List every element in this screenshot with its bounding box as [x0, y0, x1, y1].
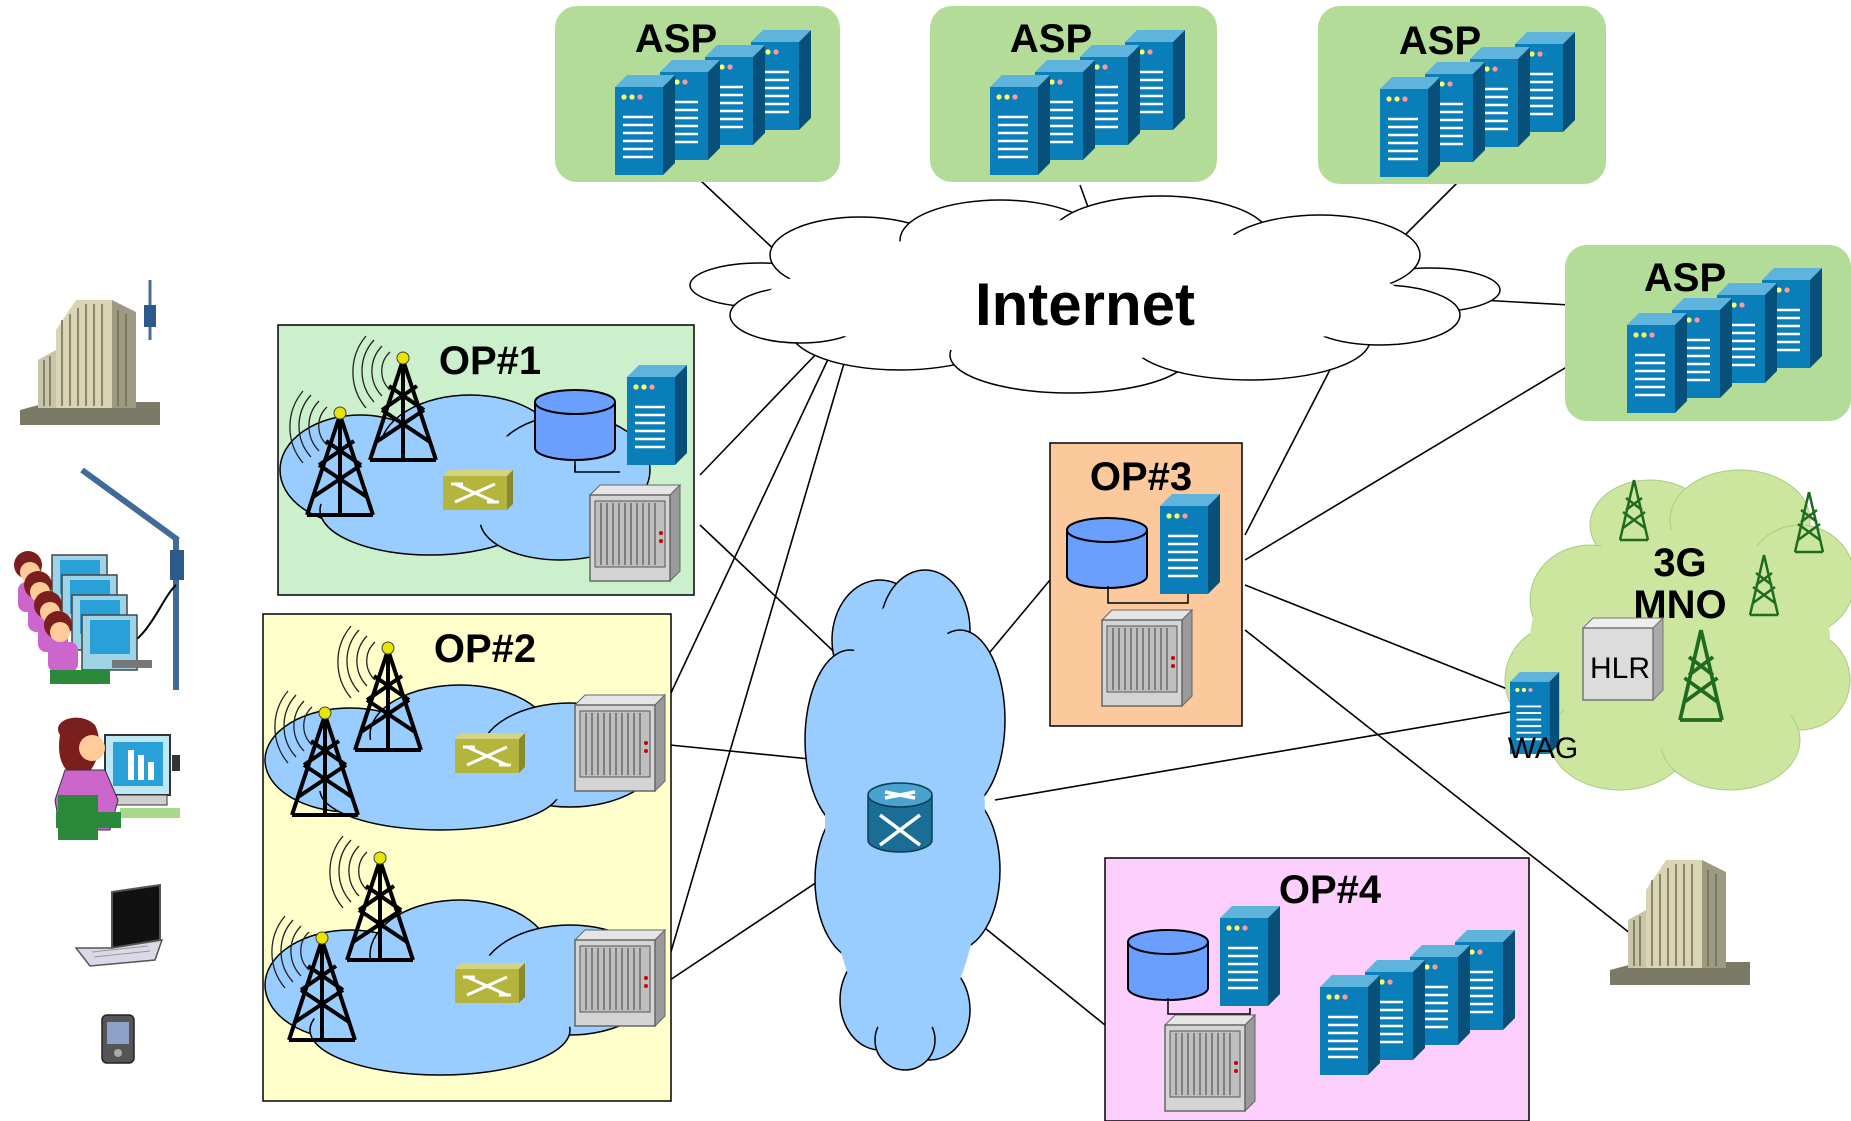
switch-icon — [453, 731, 527, 775]
user-workstation-icon — [54, 717, 180, 840]
asp-box-1: ASP — [555, 6, 840, 182]
database-icon — [1066, 517, 1148, 589]
building-icon — [19, 280, 161, 426]
internet-label: Internet — [975, 271, 1195, 338]
equipment-rack-icon — [574, 929, 666, 1027]
database-icon — [1127, 929, 1209, 1001]
asp-label: ASP — [1010, 17, 1092, 61]
op4-label: OP#4 — [1279, 868, 1382, 912]
asp-box-2: ASP — [930, 6, 1217, 182]
op3-box: OP#3 — [1049, 442, 1243, 727]
server-icon — [1218, 904, 1282, 1008]
hlr-node: HLR — [1581, 616, 1665, 702]
op2-box: OP#2 — [262, 613, 672, 1102]
equipment-rack-icon — [1164, 1014, 1256, 1112]
equipment-rack-icon — [574, 694, 666, 792]
server-icon — [1158, 492, 1222, 596]
switch-icon — [453, 961, 527, 1005]
building-icon — [1609, 859, 1751, 986]
op1-label: OP#1 — [439, 339, 541, 383]
router-icon — [867, 782, 933, 853]
mno-cloud: 3G MNO HLR WAG — [1504, 469, 1851, 791]
asp-label: ASP — [635, 17, 717, 61]
asp-box-4: ASP — [1565, 245, 1851, 421]
internet-cloud: Internet — [689, 195, 1501, 394]
equipment-rack-icon — [1101, 609, 1193, 707]
op4-box: OP#4 — [1104, 857, 1530, 1121]
laptop-icon — [74, 883, 164, 967]
op2-label: OP#2 — [434, 627, 536, 671]
mno-label-line1: 3G — [1653, 541, 1706, 585]
database-icon — [534, 389, 616, 461]
asp-box-3: ASP — [1318, 6, 1606, 184]
hlr-label: HLR — [1590, 652, 1650, 685]
server-icon — [625, 363, 689, 467]
users-workstations-icon — [14, 551, 152, 684]
pda-icon — [101, 1014, 135, 1064]
wag-label: WAG — [1508, 732, 1579, 765]
asp-label: ASP — [1644, 256, 1726, 300]
op1-box: OP#1 — [277, 324, 695, 596]
switch-icon — [441, 468, 515, 512]
backbone-cloud — [804, 569, 1006, 1071]
asp-label: ASP — [1399, 19, 1481, 63]
op3-label: OP#3 — [1090, 455, 1192, 499]
equipment-rack-icon — [589, 484, 681, 582]
